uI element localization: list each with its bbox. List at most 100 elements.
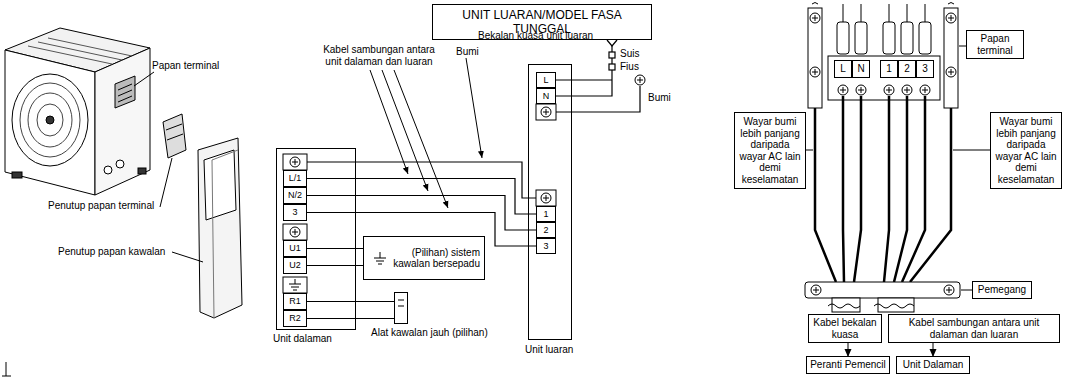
terminal-cover-illustration (166, 124, 183, 140)
terminal-board-illustration (810, 67, 820, 77)
terminal-board-illustration (946, 67, 956, 77)
callout-text: Peranti Pemencil (810, 359, 886, 371)
terminal: 2 (898, 60, 916, 78)
cable-holder (813, 287, 819, 293)
outdoor-unit-illustration (138, 168, 146, 174)
ground-label: Bumi (648, 92, 671, 104)
outdoor-unit-illustration (116, 160, 124, 168)
outdoor-unit-illustration (118, 84, 132, 102)
terminal-screw (840, 87, 846, 93)
fuse-label: Fius (620, 61, 639, 73)
leader-line (160, 158, 172, 207)
control-cover-illustration (212, 150, 238, 318)
plug-connector (855, 22, 867, 54)
terminal: N/2 (283, 187, 307, 204)
callout-text: Wayar bumi lebih panjang daripada wayar … (993, 116, 1059, 185)
wire-connector (307, 213, 536, 247)
indoor-ground-terminals (292, 229, 298, 235)
terminal-board-illustration (810, 13, 820, 23)
control-cover-illustration (198, 138, 242, 318)
terminal-label: 3 (917, 63, 933, 75)
corner-mark (2, 362, 11, 376)
terminal-screw (922, 87, 928, 93)
terminal-label: U2 (284, 260, 306, 270)
terminal-board-illustration (808, 3, 958, 109)
wire-connector (307, 265, 363, 266)
outdoor-ground-terminals (536, 104, 556, 206)
corner-mark (2, 362, 11, 376)
outdoor-unit-illustration (5, 28, 150, 195)
outdoor-ground-terminals (541, 193, 551, 203)
control-cover-illustration (198, 138, 242, 318)
leader-line (806, 46, 990, 290)
power-supply-wire (556, 40, 617, 96)
terminal: L/1 (283, 170, 307, 187)
power-label: Bekalan kuasa unit luaran (478, 30, 593, 42)
terminal-label: 3 (537, 241, 555, 251)
outdoor-ground-terminals (543, 109, 549, 115)
terminal: U1 (283, 240, 307, 257)
indoor-ground-terminals (290, 227, 300, 237)
part-label: Penutup papan terminal (48, 200, 154, 212)
control-system-box: (Pilihan) sistem kawalan bersepadu (363, 236, 485, 280)
cable-label-box: Kabel sambungan antara unit dalaman dan … (888, 314, 1060, 343)
terminal: N (852, 60, 870, 78)
terminal: 3 (916, 60, 934, 78)
leader-line (134, 72, 154, 86)
terminal-label: N (537, 91, 555, 101)
terminal-label: R2 (284, 313, 306, 323)
leader-line (953, 150, 990, 151)
callout-text: Pemegang (976, 284, 1028, 296)
terminal: R1 (283, 293, 307, 310)
ground-wire (307, 162, 536, 198)
ground-symbol (374, 252, 386, 264)
arrow-connector (933, 343, 934, 356)
outdoor-ground-terminals (541, 107, 551, 117)
indoor-ground-terminals (292, 159, 298, 165)
terminal: 3 (536, 238, 556, 254)
indoor-ground-terminals (283, 277, 307, 293)
cable-wire (854, 96, 861, 282)
terminal-screw (886, 87, 892, 93)
outdoor-unit-illustration (104, 166, 112, 174)
cable-wire (884, 96, 889, 282)
leader-arrow (394, 70, 448, 208)
terminal: 1 (880, 60, 898, 78)
cable-holder (828, 304, 914, 308)
terminal: L (834, 60, 852, 78)
leader-arrow (466, 58, 482, 158)
remote-detail (398, 300, 404, 306)
part-label: Papan terminal (152, 60, 219, 72)
cable-wire (910, 108, 951, 282)
indoor-ground-terminals (289, 279, 301, 290)
terminal-cover-illustration (163, 114, 186, 158)
terminal-board-illustration (812, 69, 818, 75)
power-supply-wire (556, 46, 612, 96)
callout-box: Pemegang (972, 281, 1032, 299)
terminal-board-illustration (808, 8, 822, 108)
callout-text: Kabel sambungan antara unit dalaman dan … (892, 317, 1056, 340)
cable-holder (805, 282, 960, 312)
terminal-label: L/1 (284, 173, 306, 183)
leader-line (806, 150, 813, 151)
terminal-board-illustration (948, 69, 954, 75)
terminal: L (536, 72, 556, 88)
terminal: N (536, 88, 556, 104)
outdoor-unit-illustration (20, 83, 80, 157)
cable-wire (815, 96, 951, 282)
terminal-screw (920, 85, 930, 95)
terminal-board-illustration (812, 3, 954, 5)
terminal-screw (904, 87, 910, 93)
terminal-label: N (853, 63, 869, 75)
callout-box: Papan terminal (966, 30, 1024, 59)
terminal: 1 (536, 206, 556, 222)
leader-line (961, 290, 972, 291)
plug-connector (837, 4, 931, 54)
terminal-board-illustration (944, 8, 958, 108)
control-cover-illustration (204, 150, 236, 220)
cable-wire (894, 96, 907, 282)
leader-line (959, 46, 966, 47)
terminal-board-illustration (828, 56, 940, 100)
plug-connector (837, 22, 849, 54)
